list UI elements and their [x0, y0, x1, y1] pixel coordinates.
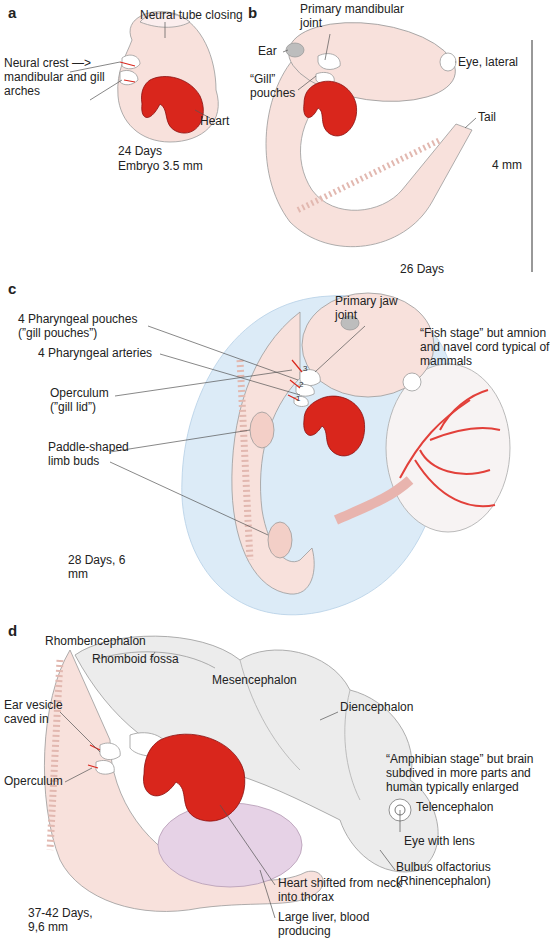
panel-letter: 4 mm	[492, 158, 532, 172]
panel-letter: Bulbus olfactorius (Rhinencephalon)	[396, 860, 526, 888]
panel-letter: Rhomboid fossa	[92, 652, 212, 666]
callout-label: c	[8, 280, 28, 297]
panel-letter: Tail	[478, 110, 518, 124]
panel-letter: Embryo 3.5 mm	[118, 159, 228, 173]
panel-letter: Paddle-shaped limb buds	[48, 440, 138, 468]
callout-label: b	[248, 4, 268, 21]
panel-letter: Large liver, blood producing	[278, 910, 388, 938]
callout-label: d	[8, 622, 28, 639]
panel-letter: Operculum (”gill lid”)	[50, 386, 125, 414]
panel-letter: 4 Pharyngeal pouches (”gill pouches”)	[18, 312, 150, 340]
panel-letter: Ear vesicle caved in	[4, 698, 86, 726]
panel-letter: Operculum	[4, 774, 94, 788]
panel-letter: Neural tube closing	[140, 8, 260, 22]
panel-letter: Ear	[258, 44, 288, 58]
panel-letter: 37-42 Days, 9,6 mm	[28, 906, 110, 934]
panel-letter: Mesencephalon	[212, 673, 332, 687]
panel-letter: 26 Days	[400, 262, 480, 276]
callout-label: a	[8, 4, 28, 21]
panel-letter: “Amphibian stage” but brain subdived in …	[386, 752, 552, 794]
panel-letter: Primary jaw joint	[335, 294, 415, 322]
small-number: 1	[296, 394, 306, 403]
panel-letter: Primary mandibular joint	[300, 2, 410, 30]
panel-letter: Eye with lens	[404, 834, 514, 848]
panel-letter: Heart shifted from neck into thorax	[278, 876, 403, 904]
panel-letter: Telencephalon	[416, 800, 536, 814]
panel-letter: Diencephalon	[340, 700, 450, 714]
small-number: 3	[303, 364, 313, 373]
panel-letter: Neural crest —> mandibular and gill arch…	[4, 56, 108, 98]
panel-letter: 4 Pharyngeal arteries	[38, 346, 170, 360]
panel-letter: Eye, lateral	[458, 55, 548, 69]
panel-letter: “Fish stage” but amnion and navel cord t…	[420, 326, 555, 368]
small-number: 2	[299, 380, 309, 389]
panel-letter: 24 Days	[118, 144, 198, 158]
panel-letter: Rhombencephalon	[45, 634, 165, 648]
panel-letter: “Gill” pouches	[250, 72, 306, 100]
panel-letter: 28 Days, 6 mm	[68, 553, 130, 581]
panel-letter: Heart	[200, 114, 250, 128]
